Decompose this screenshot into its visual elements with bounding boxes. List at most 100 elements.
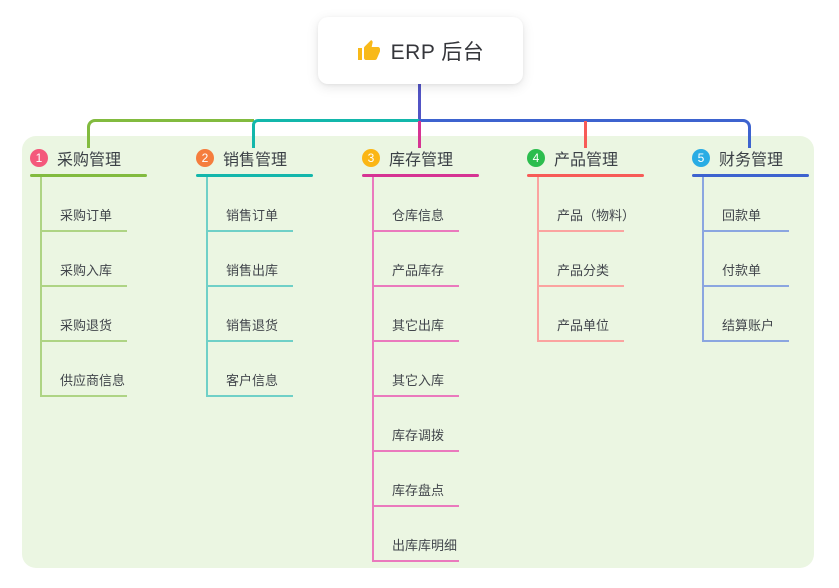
branch-title-label: 采购管理 (57, 152, 122, 169)
child-node-label: 结算账户 (722, 318, 775, 333)
child-node-label: 销售出库 (226, 263, 279, 278)
branch-title-label: 销售管理 (223, 152, 288, 169)
child-underline (42, 340, 127, 342)
child-underline (42, 230, 127, 232)
child-node-label: 供应商信息 (60, 373, 126, 388)
child-node[interactable]: 销售出库 (208, 232, 356, 287)
child-underline (374, 340, 459, 342)
child-node[interactable]: 结算账户 (704, 287, 839, 342)
child-node-label: 库存调拨 (392, 428, 445, 443)
child-node-label: 采购退货 (60, 318, 113, 333)
child-node-label: 采购入库 (60, 263, 113, 278)
child-underline (539, 285, 624, 287)
child-node-label: 销售退货 (226, 318, 279, 333)
child-underline (704, 285, 789, 287)
branch-product-title[interactable]: 4 产品管理 (527, 146, 687, 170)
connector-branch-3 (418, 121, 421, 148)
branch-number-badge: 3 (362, 149, 380, 167)
branch-children: 回款单 付款单 结算账户 (702, 177, 839, 342)
branch-title-label: 产品管理 (554, 152, 619, 169)
child-node-label: 仓库信息 (392, 208, 445, 223)
branch-number-badge: 1 (30, 149, 48, 167)
branch-children: 销售订单 销售出库 销售退货 客户信息 (206, 177, 356, 397)
branch-sales: 2 销售管理 销售订单 销售出库 销售退货 客户信息 (196, 146, 356, 397)
child-underline (374, 505, 459, 507)
child-node-label: 付款单 (722, 263, 762, 278)
child-node-label: 其它入库 (392, 373, 445, 388)
branch-product: 4 产品管理 产品（物料） 产品分类 产品单位 (527, 146, 687, 342)
child-node[interactable]: 其它出库 (374, 287, 522, 342)
child-underline (374, 285, 459, 287)
child-node[interactable]: 采购订单 (42, 177, 190, 232)
child-node[interactable]: 出库库明细 (374, 507, 522, 562)
child-node[interactable]: 采购入库 (42, 232, 190, 287)
branch-children: 采购订单 采购入库 采购退货 供应商信息 (40, 177, 190, 397)
branch-inventory: 3 库存管理 仓库信息 产品库存 其它出库 其它入库 库存调拨 库存盘点 出库库… (362, 146, 522, 562)
connector-branch-5 (419, 119, 751, 148)
child-underline (208, 340, 293, 342)
connector-branch-4 (584, 121, 587, 148)
branch-number-badge: 4 (527, 149, 545, 167)
child-underline (208, 395, 293, 397)
child-underline (208, 285, 293, 287)
root-node-label: ERP 后台 (390, 40, 485, 64)
child-node[interactable]: 销售订单 (208, 177, 356, 232)
branch-purchase-title[interactable]: 1 采购管理 (30, 146, 190, 170)
branch-purchase: 1 采购管理 采购订单 采购入库 采购退货 供应商信息 (30, 146, 190, 397)
branch-number-badge: 5 (692, 149, 710, 167)
child-node[interactable]: 客户信息 (208, 342, 356, 397)
connector-branch-1 (87, 119, 254, 148)
branch-finance-title[interactable]: 5 财务管理 (692, 146, 839, 170)
branch-underline (196, 174, 313, 177)
child-node[interactable]: 产品分类 (539, 232, 687, 287)
child-node[interactable]: 库存盘点 (374, 452, 522, 507)
child-node[interactable]: 仓库信息 (374, 177, 522, 232)
child-underline (539, 230, 624, 232)
branch-sales-title[interactable]: 2 销售管理 (196, 146, 356, 170)
branch-children: 产品（物料） 产品分类 产品单位 (537, 177, 687, 342)
child-node-label: 产品（物料） (557, 208, 636, 223)
branch-children: 仓库信息 产品库存 其它出库 其它入库 库存调拨 库存盘点 出库库明细 (372, 177, 522, 562)
branch-title-label: 库存管理 (389, 152, 454, 169)
child-underline (208, 230, 293, 232)
child-underline (704, 230, 789, 232)
child-node[interactable]: 采购退货 (42, 287, 190, 342)
branch-underline (527, 174, 644, 177)
child-node[interactable]: 产品单位 (539, 287, 687, 342)
child-node-label: 库存盘点 (392, 483, 445, 498)
child-node[interactable]: 库存调拨 (374, 397, 522, 452)
child-node-label: 其它出库 (392, 318, 445, 333)
child-node-label: 产品单位 (557, 318, 610, 333)
child-underline (704, 340, 789, 342)
branch-underline (30, 174, 147, 177)
child-node-label: 产品库存 (392, 263, 445, 278)
child-node-label: 采购订单 (60, 208, 113, 223)
child-node-label: 出库库明细 (392, 538, 458, 553)
child-node-label: 回款单 (722, 208, 762, 223)
branch-title-label: 财务管理 (719, 152, 784, 169)
branch-inventory-title[interactable]: 3 库存管理 (362, 146, 522, 170)
child-node-label: 客户信息 (226, 373, 279, 388)
child-underline (374, 560, 459, 562)
child-underline (42, 395, 127, 397)
child-underline (374, 450, 459, 452)
connector-branch-2 (252, 119, 420, 148)
child-node[interactable]: 付款单 (704, 232, 839, 287)
child-node[interactable]: 产品库存 (374, 232, 522, 287)
child-node[interactable]: 其它入库 (374, 342, 522, 397)
branch-number-badge: 2 (196, 149, 214, 167)
branch-finance: 5 财务管理 回款单 付款单 结算账户 (692, 146, 839, 342)
root-node[interactable]: ERP 后台 (318, 17, 523, 84)
child-underline (42, 285, 127, 287)
branches-panel (22, 136, 814, 568)
child-underline (539, 340, 624, 342)
child-underline (374, 395, 459, 397)
child-node[interactable]: 产品（物料） (539, 177, 687, 232)
child-node-label: 销售订单 (226, 208, 279, 223)
child-node[interactable]: 供应商信息 (42, 342, 190, 397)
child-node[interactable]: 回款单 (704, 177, 839, 232)
child-node[interactable]: 销售退货 (208, 287, 356, 342)
branch-underline (362, 174, 479, 177)
child-underline (374, 230, 459, 232)
